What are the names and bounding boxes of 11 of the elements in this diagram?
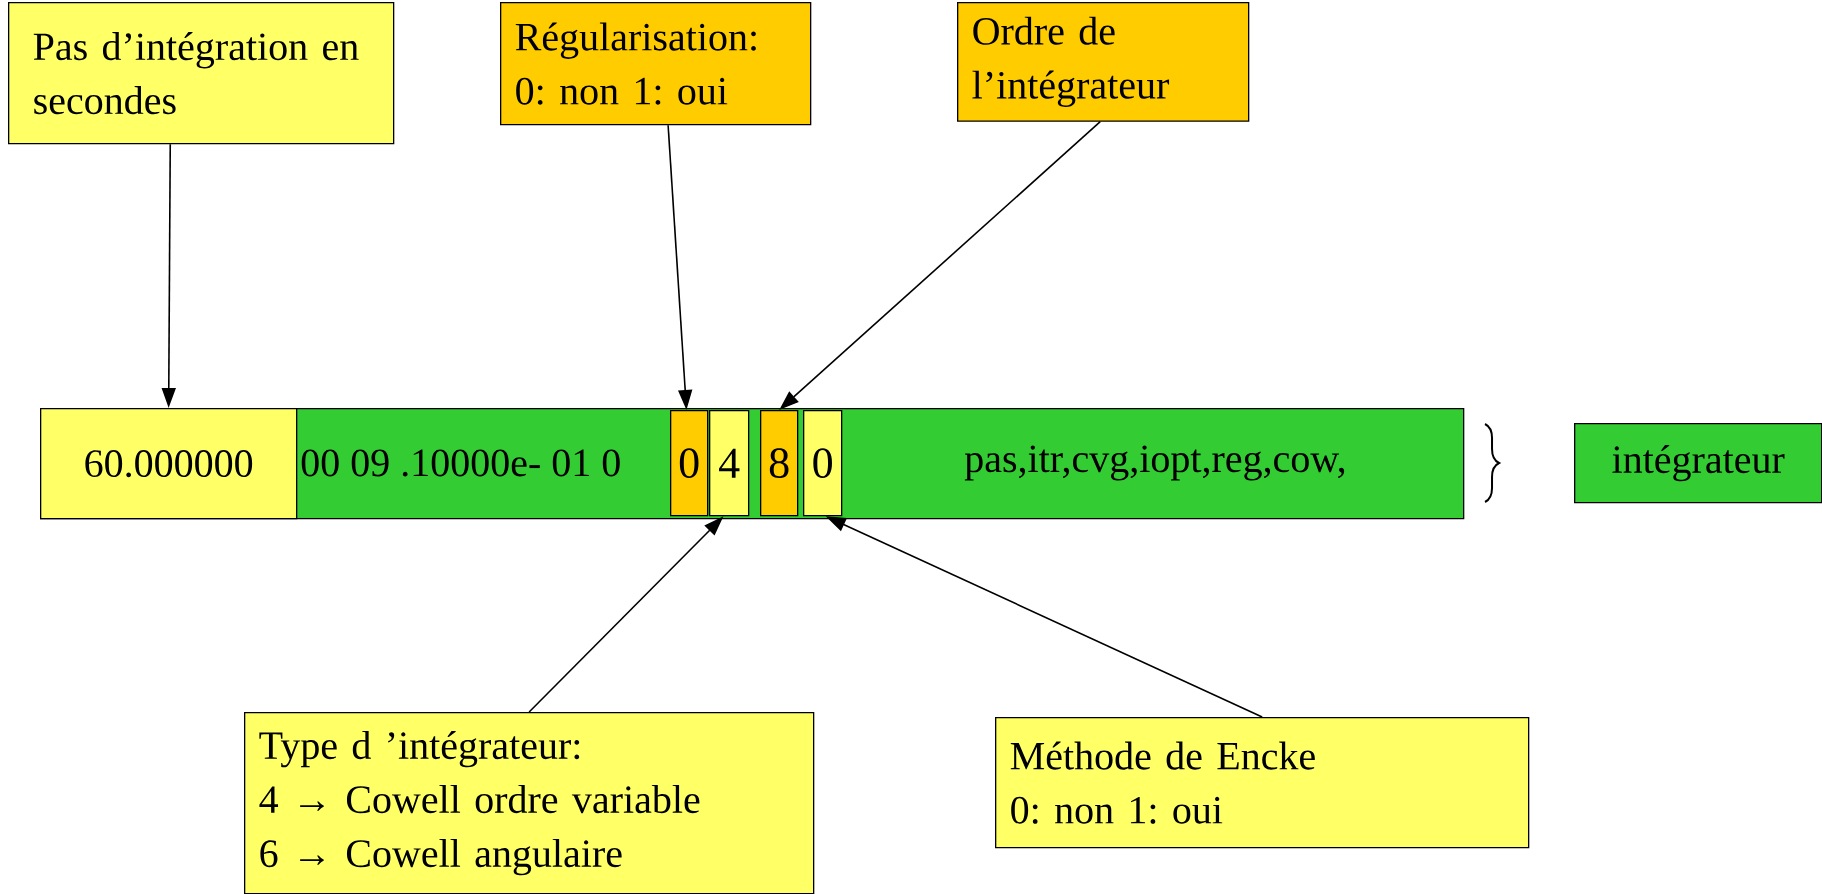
digit-field: 0	[670, 410, 709, 517]
note-box: Ordre de l’intégrateur	[957, 2, 1250, 122]
digit-field: 8	[760, 410, 799, 517]
note-box: Type d ’intégrateur: 4 → Cowell ordre variable 6 → Cowell angulaire	[244, 712, 815, 894]
value-field: 60.000000	[40, 408, 298, 520]
digit-field: 4	[709, 410, 750, 517]
digit-field: 0	[803, 410, 843, 517]
note-box: Méthode de Encke 0: non 1: oui	[995, 717, 1530, 849]
note-box: Pas d’intégration en secondes	[8, 2, 395, 145]
label-box: intégrateur	[1574, 423, 1822, 504]
note-box: Régularisation: 0: non 1: oui	[500, 2, 812, 126]
